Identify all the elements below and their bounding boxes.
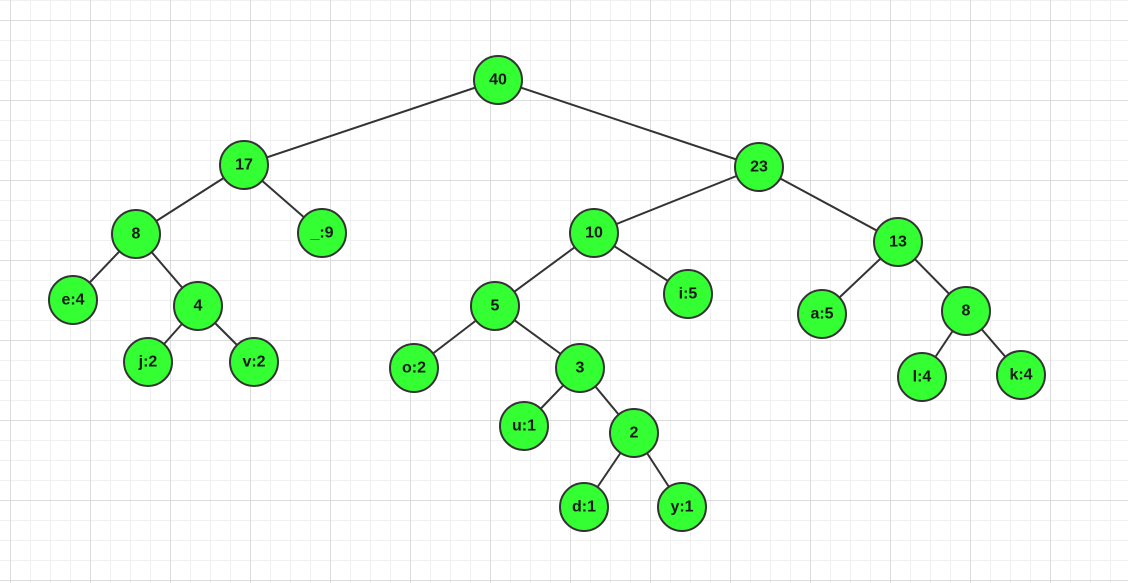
node-circle [609, 408, 659, 458]
node-circle [873, 217, 923, 267]
tree-node-u-1: u:1 [499, 401, 549, 451]
edge-40-to-17 [243, 79, 499, 166]
tree-node-d-1: d:1 [559, 482, 609, 532]
edge-23-to-13 [758, 166, 899, 243]
node-circle [734, 142, 784, 192]
node-circle [219, 140, 269, 190]
node-label: 3 [576, 360, 585, 377]
node-label: u:1 [512, 418, 536, 435]
tree-node-a-5: a:5 [797, 289, 847, 339]
tree-node-13: 13 [873, 217, 923, 267]
node-circle [569, 208, 619, 258]
node-circle [559, 482, 609, 532]
node-circle [657, 482, 707, 532]
node-circle [173, 281, 223, 331]
node-circle [941, 286, 991, 336]
tree-node-y-1: y:1 [657, 482, 707, 532]
node-label: i:5 [679, 286, 698, 303]
tree-node-17: 17 [219, 140, 269, 190]
node-circle [499, 401, 549, 451]
node-circle [555, 343, 605, 393]
node-label: o:2 [402, 360, 426, 377]
node-circle [229, 337, 279, 387]
node-circle [389, 343, 439, 393]
tree-node-3: 3 [555, 343, 605, 393]
tree-node-5: 5 [470, 281, 520, 331]
node-label: k:4 [1009, 367, 1032, 384]
tree-node-l-4: l:4 [897, 352, 947, 402]
tree-node-8: 8 [111, 209, 161, 259]
tree-node-10: 10 [569, 208, 619, 258]
node-label: 13 [889, 234, 907, 251]
node-label: 8 [132, 226, 141, 243]
node-label: 10 [585, 225, 603, 242]
node-circle [797, 289, 847, 339]
tree-node-e-4: e:4 [48, 275, 98, 325]
node-circle [897, 352, 947, 402]
node-circle [48, 275, 98, 325]
tree-node-v-2: v:2 [229, 337, 279, 387]
tree-node-j-2: j:2 [123, 337, 173, 387]
tree-node-2: 2 [609, 408, 659, 458]
node-label: e:4 [61, 292, 84, 309]
node-label: _:9 [309, 225, 333, 242]
node-label: 8 [962, 303, 971, 320]
tree-node-9: _:9 [297, 208, 347, 258]
edge-23-to-10 [593, 166, 760, 234]
node-label: l:4 [913, 369, 932, 386]
node-label: j:2 [138, 354, 158, 371]
node-circle [123, 337, 173, 387]
node-label: d:1 [572, 499, 596, 516]
tree-node-8: 8 [941, 286, 991, 336]
node-circle [297, 208, 347, 258]
node-label: 4 [194, 298, 203, 315]
node-label: 23 [750, 159, 768, 176]
node-label: a:5 [810, 306, 833, 323]
node-label: y:1 [670, 499, 693, 516]
node-circle [996, 350, 1046, 400]
tree-node-i-5: i:5 [663, 269, 713, 319]
edge-40-to-23 [497, 79, 760, 168]
node-circle [111, 209, 161, 259]
node-label: 2 [630, 425, 639, 442]
node-label: v:2 [242, 354, 265, 371]
tree-node-k-4: k:4 [996, 350, 1046, 400]
node-label: 40 [489, 72, 507, 89]
tree-node-4: 4 [173, 281, 223, 331]
node-label: 17 [235, 157, 253, 174]
node-circle [663, 269, 713, 319]
node-circle [470, 281, 520, 331]
tree-node-o-2: o:2 [389, 343, 439, 393]
tree-node-23: 23 [734, 142, 784, 192]
tree-node-40: 40 [473, 55, 523, 105]
node-label: 5 [491, 298, 500, 315]
node-circle [473, 55, 523, 105]
